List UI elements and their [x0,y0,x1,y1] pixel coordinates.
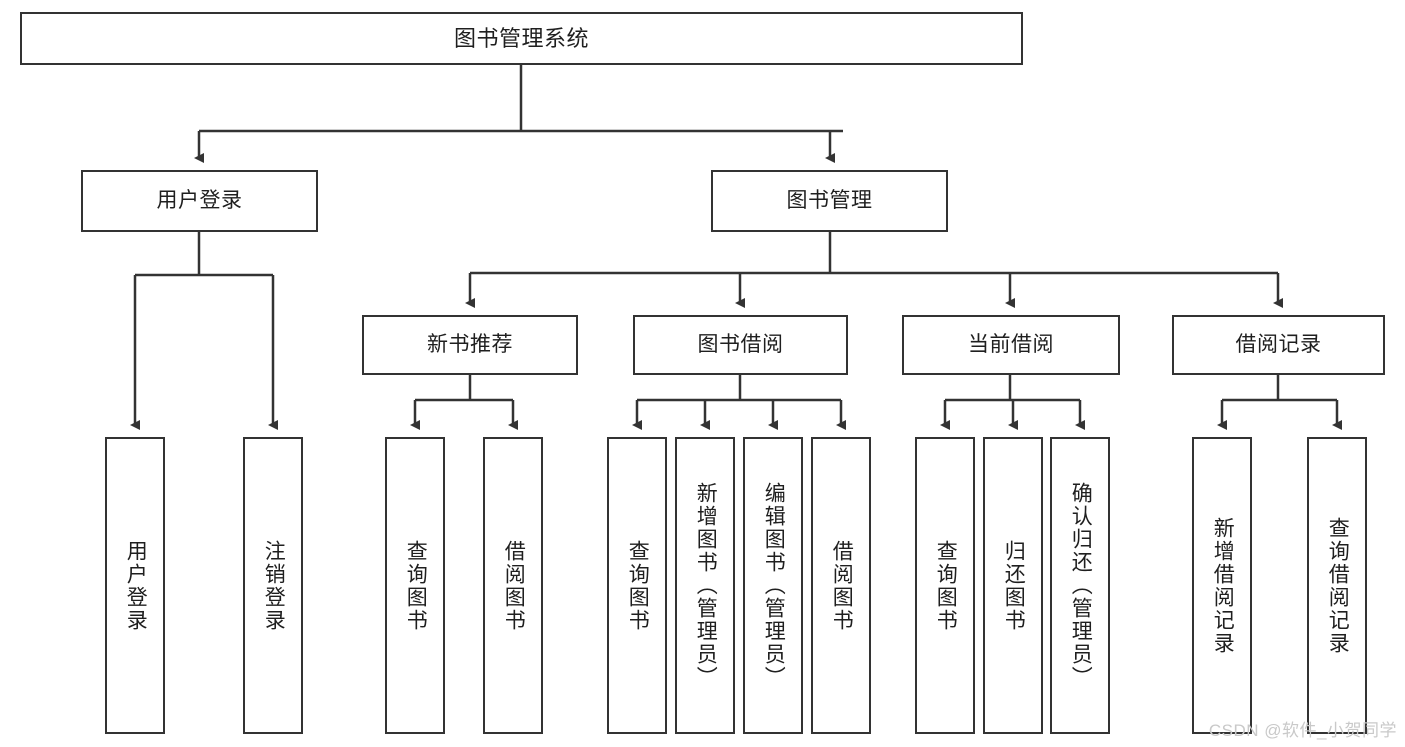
node-label: 当前借阅 [968,332,1054,356]
node-label: 查询图书 [404,539,428,632]
node-label: 图书借阅 [697,332,784,356]
node-book-management[interactable]: 图书管理 [711,170,948,232]
node-leaf-book-borrow-borrow[interactable]: 借阅图书 [811,437,871,734]
node-label: 查询图书 [934,539,958,632]
node-label: 编辑图书（管理员） [762,482,786,689]
node-label: 新书推荐 [427,332,513,356]
node-label: 确认归还（管理员） [1069,482,1093,689]
node-user-login[interactable]: 用户登录 [81,170,318,232]
node-borrow-record[interactable]: 借阅记录 [1172,315,1385,375]
node-leaf-user-login-logout[interactable]: 注销登录 [243,437,303,734]
node-leaf-current-borrow-return[interactable]: 归还图书 [983,437,1043,734]
node-label: 借阅记录 [1235,332,1322,356]
node-leaf-book-borrow-add[interactable]: 新增图书（管理员） [675,437,735,734]
node-leaf-user-login-login[interactable]: 用户登录 [105,437,165,734]
node-label: 用户登录 [156,188,243,212]
node-label: 新增图书（管理员） [694,482,718,689]
node-label: 用户登录 [124,539,148,632]
node-label: 图书管理 [786,188,873,212]
node-leaf-new-book-query[interactable]: 查询图书 [385,437,445,734]
node-label: 借阅图书 [830,539,854,632]
node-label: 注销登录 [262,539,286,632]
node-leaf-book-borrow-edit[interactable]: 编辑图书（管理员） [743,437,803,734]
node-leaf-book-borrow-query[interactable]: 查询图书 [607,437,667,734]
node-label: 图书管理系统 [453,25,589,51]
node-label: 借阅图书 [502,539,526,632]
node-leaf-borrow-record-query[interactable]: 查询借阅记录 [1307,437,1367,734]
node-label: 新增借阅记录 [1211,516,1235,655]
csdn-watermark: CSDN @软件_小贺同学 [1208,721,1397,740]
node-book-borrow[interactable]: 图书借阅 [633,315,848,375]
node-leaf-current-borrow-confirm-return[interactable]: 确认归还（管理员） [1050,437,1110,734]
node-label: 查询图书 [626,539,650,632]
node-leaf-current-borrow-query[interactable]: 查询图书 [915,437,975,734]
node-current-borrow[interactable]: 当前借阅 [902,315,1120,375]
node-new-book-recommend[interactable]: 新书推荐 [362,315,578,375]
node-leaf-new-book-borrow[interactable]: 借阅图书 [483,437,543,734]
node-root-book-management-system[interactable]: 图书管理系统 [20,12,1023,65]
node-leaf-borrow-record-add[interactable]: 新增借阅记录 [1192,437,1252,734]
node-label: 归还图书 [1002,539,1026,632]
node-label: 查询借阅记录 [1326,516,1350,655]
